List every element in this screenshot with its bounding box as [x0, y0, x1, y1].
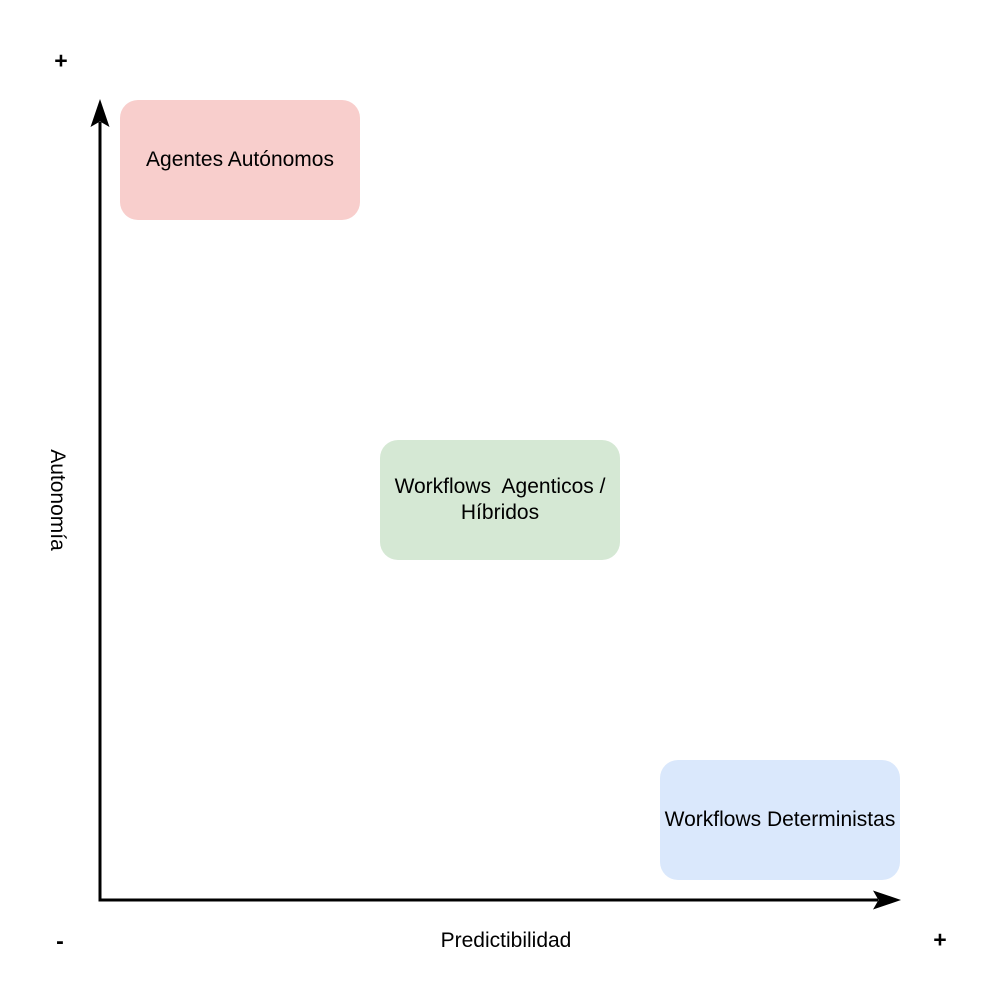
node-workflows-deterministas: Workflows Deterministas: [660, 760, 900, 880]
x-axis-label: Predictibilidad: [440, 929, 572, 952]
x-axis-plus-label: +: [933, 926, 947, 953]
y-axis-plus-label: +: [54, 47, 68, 74]
node-agentes-autonomos: Agentes Autónomos: [120, 100, 360, 220]
y-axis-label: Autonomía: [46, 449, 69, 551]
origin-minus-label: -: [56, 927, 64, 954]
node-workflows-agenticos-hibridos: Workflows Agenticos / Híbridos: [380, 440, 620, 560]
x-axis-arrowhead-icon: [873, 890, 901, 910]
y-axis-arrowhead-icon: [90, 99, 110, 127]
